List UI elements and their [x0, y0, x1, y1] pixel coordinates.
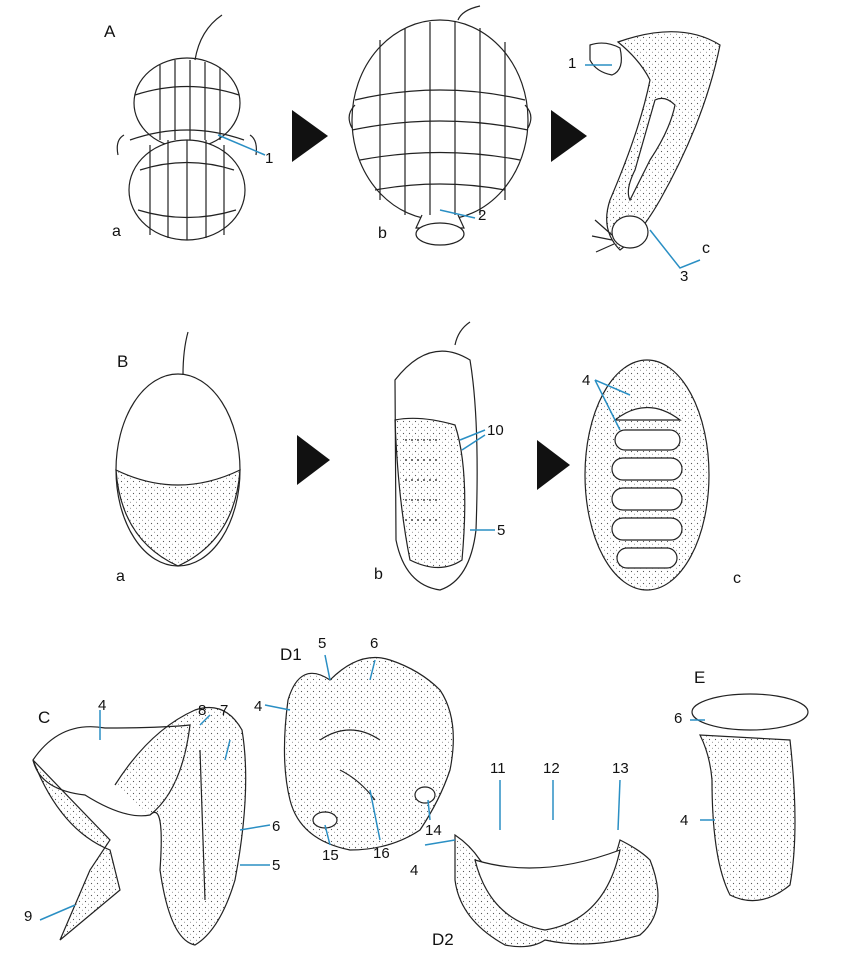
figure-b-c-larva	[584, 359, 710, 591]
label-4-d1: 4	[254, 698, 263, 715]
label-6-c: 6	[272, 818, 281, 835]
label-7: 7	[220, 702, 229, 719]
section-label-d1: D1	[280, 645, 302, 665]
label-5-c: 5	[272, 857, 281, 874]
label-5-d1: 5	[318, 635, 327, 652]
figure-d1-larva	[283, 656, 454, 851]
label-14: 14	[425, 822, 442, 839]
figure-a-a-larva	[116, 14, 257, 241]
sublabel-c-row-b: c	[733, 570, 741, 587]
label-12: 12	[543, 760, 560, 777]
figure-c-larva	[32, 706, 247, 946]
label-1-a: 1	[265, 150, 274, 167]
section-label-d2-text: D2	[432, 930, 454, 949]
label-4-d2: 4	[410, 862, 419, 879]
sublabel-b-row-b: b	[374, 566, 383, 583]
label-4-c: 4	[98, 697, 107, 714]
label-3: 3	[680, 268, 689, 285]
figure-b-a-larva	[115, 331, 241, 567]
figure-a-c-larva	[589, 31, 721, 253]
label-11: 11	[490, 760, 506, 777]
label-2: 2	[478, 207, 487, 224]
label-6-d1: 6	[370, 635, 379, 652]
label-13: 13	[612, 760, 629, 777]
label-6-e: 6	[674, 710, 683, 727]
section-label-c: C	[38, 708, 51, 727]
sublabel-a-row-a: a	[112, 223, 121, 240]
arrow-b-2	[537, 440, 570, 490]
figure-e-larva	[691, 693, 809, 902]
figure-b-b-larva	[394, 321, 478, 591]
label-10: 10	[487, 422, 504, 439]
label-5-b: 5	[497, 522, 506, 539]
figure-d2-larva	[454, 833, 659, 948]
label-15: 15	[322, 847, 339, 864]
label-1-c: 1	[568, 55, 577, 72]
section-label-b: B	[117, 352, 129, 371]
section-label-a: A	[104, 22, 116, 41]
figure-a-b-larva	[348, 5, 532, 246]
label-9: 9	[24, 908, 33, 925]
label-4-b: 4	[582, 372, 591, 389]
label-16: 16	[373, 845, 390, 862]
arrow-a-2	[551, 110, 587, 162]
sublabel-b-row-a: b	[378, 225, 387, 242]
section-label-d2: D2	[432, 930, 454, 950]
arrow-b-1	[297, 435, 330, 485]
label-8: 8	[198, 702, 207, 719]
arrow-a-1	[292, 110, 328, 162]
leader-lines	[39, 64, 715, 921]
sublabel-c-row-a: c	[702, 240, 710, 257]
section-label-d1-text: D1	[280, 645, 302, 664]
sublabel-a-row-b: a	[116, 568, 125, 585]
section-label-e: E	[694, 668, 706, 687]
label-4-e: 4	[680, 812, 689, 829]
